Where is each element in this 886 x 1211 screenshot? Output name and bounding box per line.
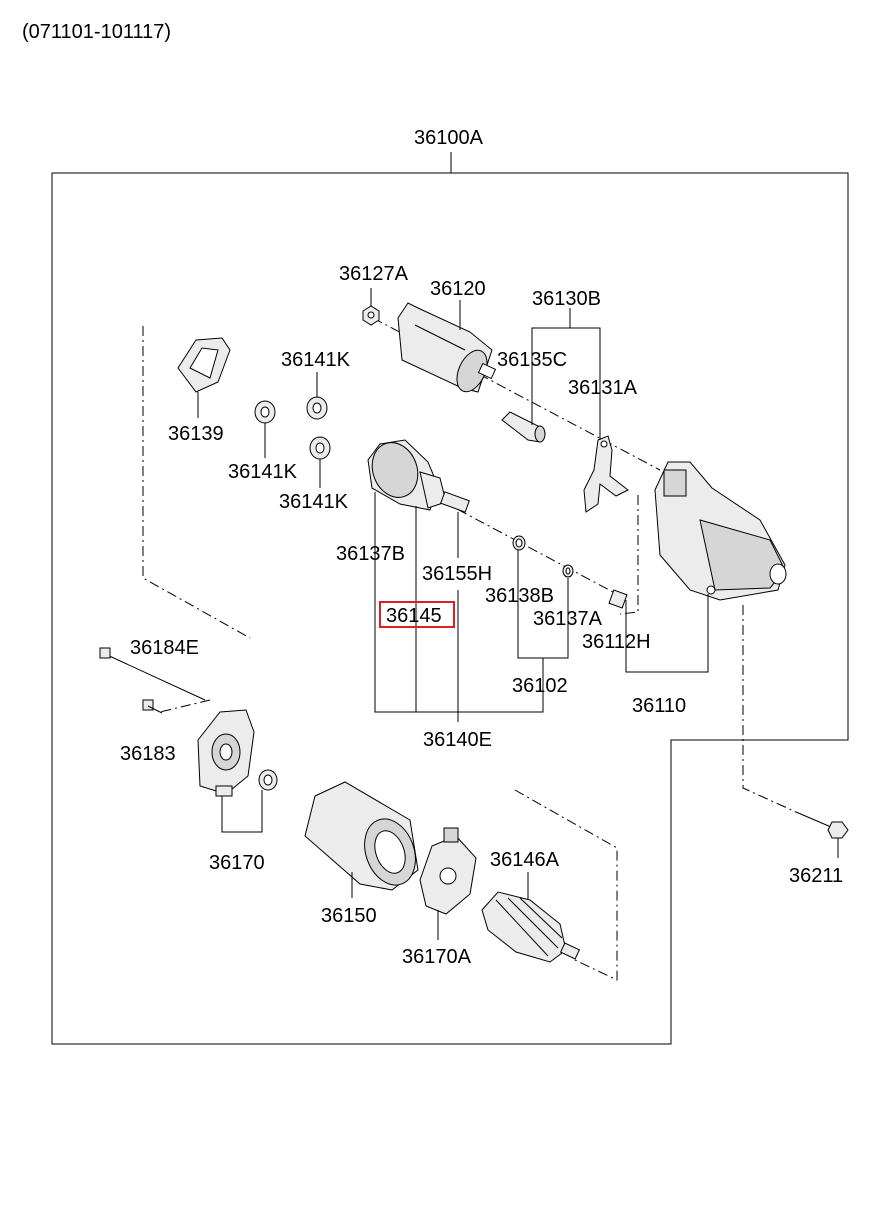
end-cover-36170-icon[interactable] [197,709,278,797]
ring-36137A-icon[interactable] [562,564,574,578]
nut-36127A-icon[interactable] [362,305,380,326]
solenoid-36120-icon[interactable] [397,302,497,396]
label-36110[interactable]: 36110 [632,695,686,717]
plate-36139-icon[interactable] [177,337,231,393]
brush-holder-36170A-icon[interactable] [419,827,477,915]
label-36130B[interactable]: 36130B [532,288,601,310]
assembly-frame [51,152,849,1045]
label-36112H[interactable]: 36112H [582,631,651,653]
label-36120[interactable]: 36120 [430,278,486,300]
label-36145[interactable]: 36145 [386,605,442,627]
label-36211[interactable]: 36211 [789,865,843,887]
ring-36138B-icon[interactable] [512,535,526,551]
label-36155H[interactable]: 36155H [422,563,492,585]
label-36140E[interactable]: 36140E [423,729,492,751]
label-36141K-middle[interactable]: 36141K [228,461,298,483]
assembly-label-36100A[interactable]: 36100A [414,127,484,149]
bolt-36211-icon[interactable] [795,811,849,839]
lever-36131A-icon[interactable] [583,435,629,513]
label-36127A[interactable]: 36127A [339,263,409,285]
label-36137B[interactable]: 36137B [336,543,405,565]
through-bolt-36184E-icon[interactable] [99,647,206,701]
label-36139[interactable]: 36139 [168,423,224,445]
plunger-36135C-icon[interactable] [501,411,546,443]
label-36138B[interactable]: 36138B [485,585,554,607]
starter-housing-36110-icon[interactable] [654,461,787,601]
leader-lines [197,288,839,940]
label-36183[interactable]: 36183 [120,743,176,765]
label-36137A[interactable]: 36137A [533,608,603,630]
label-36141K-top[interactable]: 36141K [281,349,351,371]
clutch-36145-icon[interactable] [365,436,470,513]
date-range-text: (071101-101117) [22,21,171,43]
gear-36141K-left-icon[interactable] [254,400,276,424]
label-36170[interactable]: 36170 [209,852,265,874]
label-36170A[interactable]: 36170A [402,946,472,968]
label-36141K-bottom[interactable]: 36141K [279,491,349,513]
label-36150[interactable]: 36150 [321,905,377,927]
label-36135C[interactable]: 36135C [497,349,567,371]
yoke-36150-icon[interactable] [304,781,424,892]
gear-36141K-top-icon[interactable] [306,396,328,420]
label-36131A[interactable]: 36131A [568,377,638,399]
bushing-36112H-icon[interactable] [608,589,628,609]
label-36102[interactable]: 36102 [512,675,568,697]
screw-36183-icon[interactable] [142,699,163,714]
label-36146A[interactable]: 36146A [490,849,560,871]
gear-36141K-bottom-icon[interactable] [309,436,331,460]
label-36184E[interactable]: 36184E [130,637,199,659]
armature-36146A-icon[interactable] [481,891,581,963]
highlight-box-36145 [379,601,455,628]
